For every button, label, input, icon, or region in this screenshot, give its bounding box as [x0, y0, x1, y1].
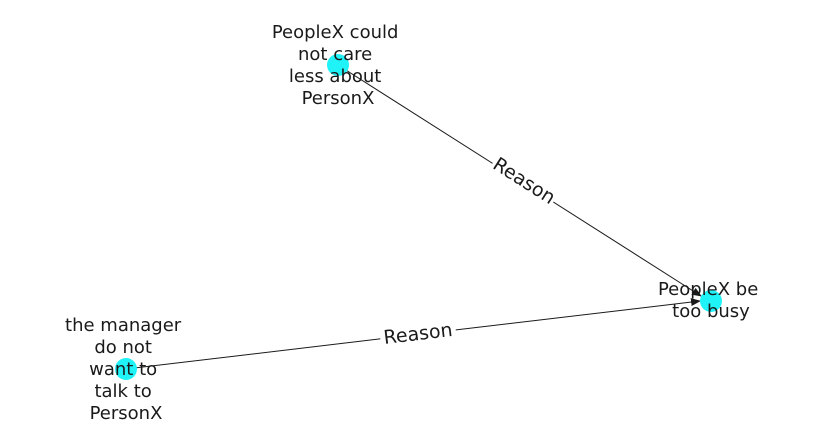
node-label: PeopleX could not care less about Person… — [272, 22, 404, 109]
edge-label-background — [378, 317, 458, 351]
node-dot — [327, 54, 349, 76]
node-label: PeopleX be too busy — [658, 279, 764, 322]
edge-label-background — [487, 151, 561, 211]
node-dot — [115, 358, 137, 380]
node-peoplex-could-not-care: PeopleX could not care less about Person… — [272, 22, 404, 109]
node-the-manager: the manager do not want to talk to Perso… — [65, 315, 187, 424]
edge-n1-to-n2: Reason — [337, 64, 702, 297]
node-dot — [700, 290, 722, 312]
node-label: the manager do not want to talk to Perso… — [65, 315, 187, 424]
edge-label: Reason — [382, 319, 453, 349]
edge-label: Reason — [489, 153, 559, 209]
edge-n3-to-n2: Reason — [125, 298, 701, 370]
node-peoplex-be-too-busy: PeopleX be too busy — [658, 279, 764, 322]
